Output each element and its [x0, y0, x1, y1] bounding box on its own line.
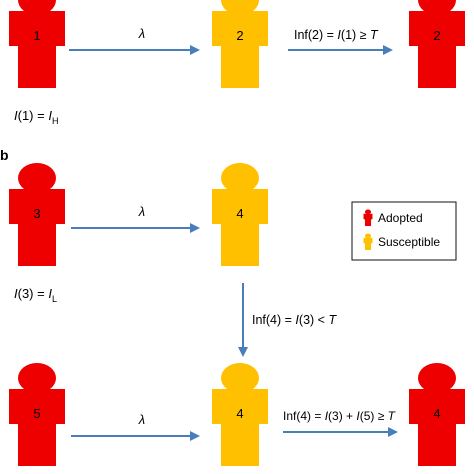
person-node-3: 3 — [9, 163, 65, 266]
arrow-rate-label-top: λ — [138, 204, 145, 219]
panel-label-b: b — [0, 147, 9, 163]
node-label: 3 — [33, 206, 40, 221]
influence-label-3: I(3) = IL — [14, 286, 57, 304]
node-label: 2 — [433, 28, 440, 43]
node-label: 4 — [433, 406, 440, 421]
person-icon — [409, 0, 465, 88]
legend: Adopted Susceptible — [351, 201, 457, 261]
node-label: 5 — [33, 406, 40, 421]
person-node-1: 1 — [9, 0, 65, 88]
person-node-4: 4 — [212, 163, 268, 266]
legend-item-adopted: Adopted — [363, 209, 423, 227]
person-icon — [9, 0, 65, 88]
threshold-condition: Inf(2) = I(1) ≥ T — [294, 28, 379, 42]
person-node-4-adopted: 4 — [409, 363, 465, 466]
person-node-4-bottom: 4 — [212, 363, 268, 466]
arrow-rate-label: λ — [138, 26, 145, 41]
person-node-2: 2 — [212, 0, 268, 88]
legend-susceptible-label: Susceptible — [378, 235, 440, 249]
node-label: 2 — [236, 28, 243, 43]
vertical-threshold-condition: Inf(4) = I(3) < T — [252, 313, 337, 327]
person-node-2-adopted: 2 — [409, 0, 465, 88]
person-node-5: 5 — [9, 363, 65, 466]
panel-b: b 3 λ 4 I(3) = IL Adopted — [0, 147, 465, 466]
node-label: 4 — [236, 406, 243, 421]
node-label: 4 — [236, 206, 243, 221]
influence-label-1: I(1) = IH — [14, 108, 58, 126]
arrow-rate-label-bottom: λ — [138, 412, 145, 427]
legend-adopted-label: Adopted — [378, 211, 423, 225]
node-label: 1 — [33, 28, 40, 43]
person-icon — [212, 0, 268, 88]
legend-item-susceptible: Susceptible — [363, 233, 440, 251]
bottom-threshold-condition: Inf(4) = I(3) + I(5) ≥ T — [283, 409, 397, 423]
panel-a: 1 λ 2 Inf(2) = I(1) ≥ T 2 I(1) = IH — [9, 0, 465, 126]
